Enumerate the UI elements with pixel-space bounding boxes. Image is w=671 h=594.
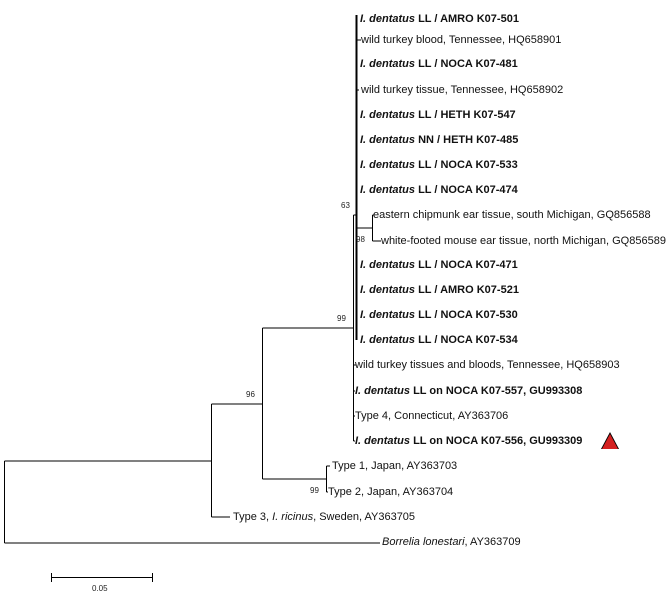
taxon-detail: Type 2, Japan, AY363704	[328, 486, 454, 498]
taxon-label: I. dentatus LL / NOCA K07-471	[360, 259, 518, 272]
taxon-detail: LL / HETH K07-547	[415, 109, 516, 121]
taxon-detail: LL / NOCA K07-474	[415, 184, 518, 196]
taxon-label: I. dentatus LL on NOCA K07-557, GU993308	[355, 385, 582, 398]
taxon-label: Type 4, Connecticut, AY363706	[355, 410, 508, 423]
taxon-label: I. dentatus LL / NOCA K07-534	[360, 334, 518, 347]
taxon-species: I. dentatus	[355, 385, 411, 397]
taxon-label: Type 3, I. ricinus, Sweden, AY363705	[233, 511, 415, 524]
taxon-label: Borrelia lonestari, AY363709	[382, 536, 521, 549]
taxon-label: wild turkey blood, Tennessee, HQ658901	[361, 34, 561, 47]
taxon-label: I. dentatus NN / HETH K07-485	[360, 134, 518, 147]
taxon-label: I. dentatus LL / NOCA K07-474	[360, 184, 518, 197]
taxon-detail: LL / AMRO K07-521	[415, 284, 519, 296]
taxon-label: I. dentatus LL / NOCA K07-481	[360, 58, 518, 71]
red-triangle-marker-icon	[602, 434, 618, 449]
taxon-detail: LL on NOCA K07-557, GU993308	[410, 385, 583, 397]
bootstrap-value: 99	[337, 314, 346, 323]
taxon-detail: LL / NOCA K07-530	[415, 309, 518, 321]
taxon-detail: LL / AMRO K07-501	[415, 13, 519, 25]
taxon-detail: white-footed mouse ear tissue, north Mic…	[381, 235, 666, 247]
taxon-detail: LL / NOCA K07-533	[415, 159, 518, 171]
taxon-label: Type 2, Japan, AY363704	[328, 486, 453, 499]
taxon-species: I. dentatus	[360, 109, 416, 121]
taxon-detail: wild turkey tissue, Tennessee, HQ658902	[361, 84, 564, 96]
taxon-detail: LL / NOCA K07-481	[415, 58, 518, 70]
bootstrap-value: 63	[341, 201, 350, 210]
taxon-label: eastern chipmunk ear tissue, south Michi…	[373, 209, 651, 222]
taxon-species: I. ricinus	[272, 511, 314, 523]
taxon-detail: wild turkey blood, Tennessee, HQ658901	[361, 34, 562, 46]
taxon-species: Borrelia lonestari	[382, 536, 465, 548]
taxon-detail: NN / HETH K07-485	[415, 134, 519, 146]
taxon-detail: Type 4, Connecticut, AY363706	[355, 410, 509, 422]
taxon-label: I. dentatus LL / HETH K07-547	[360, 109, 516, 122]
scale-bar-label: 0.05	[92, 584, 108, 593]
taxon-species: I. dentatus	[360, 184, 416, 196]
taxon-label: I. dentatus LL / AMRO K07-521	[360, 284, 519, 297]
taxon-detail: eastern chipmunk ear tissue, south Michi…	[373, 209, 651, 221]
taxon-label: I. dentatus LL / NOCA K07-530	[360, 309, 518, 322]
taxon-species: I. dentatus	[360, 309, 416, 321]
taxon-label: I. dentatus LL on NOCA K07-556, GU993309	[355, 435, 582, 448]
taxon-detail: , AY363709	[464, 536, 521, 548]
taxon-label: wild turkey tissue, Tennessee, HQ658902	[361, 84, 563, 97]
taxon-detail: LL on NOCA K07-556, GU993309	[410, 435, 583, 447]
taxon-species: I. dentatus	[360, 13, 416, 25]
taxon-label: wild turkey tissues and bloods, Tennesse…	[355, 359, 620, 372]
bootstrap-value: 99	[310, 486, 319, 495]
taxon-detail: LL / NOCA K07-471	[415, 259, 518, 271]
taxon-label: white-footed mouse ear tissue, north Mic…	[381, 235, 666, 248]
taxon-species: I. dentatus	[360, 58, 416, 70]
taxon-label: I. dentatus LL / NOCA K07-533	[360, 159, 518, 172]
taxon-species: I. dentatus	[360, 134, 416, 146]
taxon-detail: , Sweden, AY363705	[313, 511, 416, 523]
bootstrap-value: 98	[356, 235, 365, 244]
taxon-species: I. dentatus	[360, 259, 416, 271]
taxon-label: I. dentatus LL / AMRO K07-501	[360, 13, 519, 26]
taxon-label: Type 1, Japan, AY363703	[332, 460, 457, 473]
taxon-species: I. dentatus	[360, 334, 416, 346]
taxon-detail: Type 1, Japan, AY363703	[332, 460, 458, 472]
taxon-species: I. dentatus	[360, 159, 416, 171]
taxon-detail: Type 3,	[233, 511, 273, 523]
taxon-detail: LL / NOCA K07-534	[415, 334, 518, 346]
bootstrap-value: 96	[246, 390, 255, 399]
taxon-species: I. dentatus	[355, 435, 411, 447]
taxon-species: I. dentatus	[360, 284, 416, 296]
taxon-detail: wild turkey tissues and bloods, Tennesse…	[355, 359, 620, 371]
